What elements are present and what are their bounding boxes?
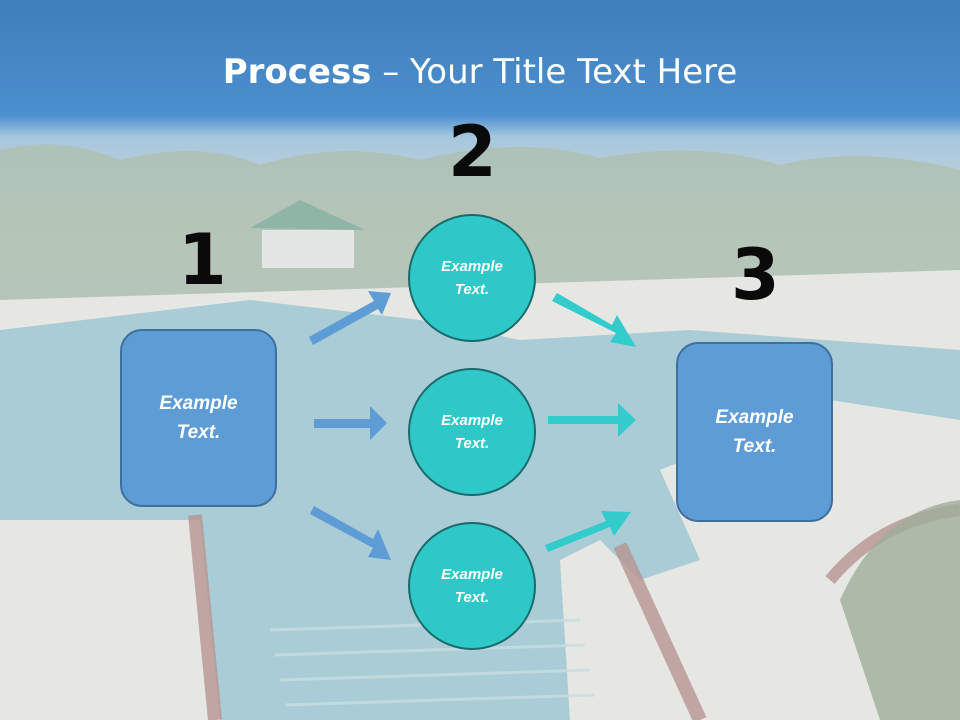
step-3-text-line1: Example	[715, 407, 794, 428]
step-1-text-line1: Example	[159, 393, 238, 414]
step-3-text-line2: Text.	[732, 436, 777, 457]
slide-title: Process – Your Title Text Here	[0, 52, 960, 92]
step-number-2: 2	[448, 111, 497, 193]
circle-top-line1: Example	[441, 258, 503, 275]
circle-middle-line1: Example	[441, 412, 503, 429]
step-1-text-line2: Text.	[176, 422, 221, 443]
circle-top-line2: Text.	[454, 281, 490, 298]
circle-bottom-line1: Example	[441, 566, 503, 583]
title-bold: Process	[222, 52, 372, 92]
step-number-1: 1	[178, 219, 227, 301]
title-rest: – Your Title Text Here	[371, 52, 738, 92]
circle-bottom-line2: Text.	[454, 589, 490, 606]
step-number-3: 3	[731, 234, 780, 316]
circle-middle-line2: Text.	[454, 435, 490, 452]
